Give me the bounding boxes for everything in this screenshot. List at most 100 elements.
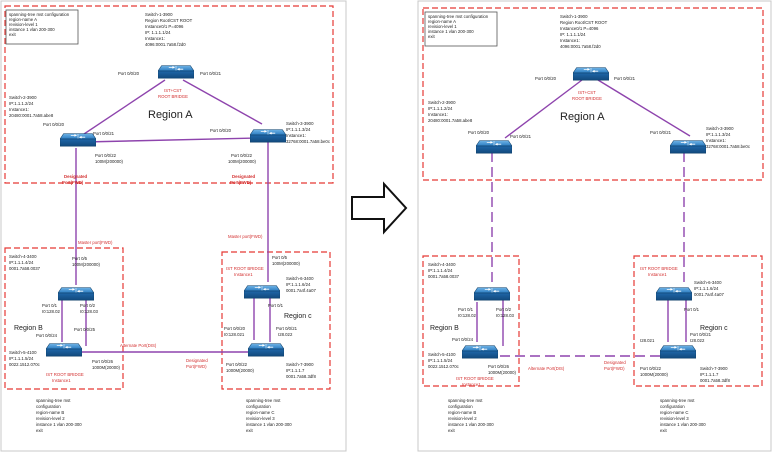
left-switch-6-icon [244,285,280,299]
right-designated-bottom: Port(FWD) [604,366,625,371]
right-sw3-label: Switch-3-3900 [706,126,734,131]
right-config-b: region-name B [448,410,476,415]
left-designated-right: Port(FWD) [230,180,252,185]
arrow-right-icon [351,181,408,235]
left-sw6-label: 0001.7a4f.4a07 [286,288,316,293]
left-switch-5-icon [46,343,82,357]
right-config-c: configuration [660,404,685,409]
left-sw5-label: 0022.1512.070c [9,362,41,367]
left-sw4-port: Port 0/2 [80,303,96,308]
left-switch-2-icon [60,133,96,147]
right-sw1-role: IST+CST [578,90,596,95]
left-sw5-port: Port 0/0/26 [92,359,114,364]
left-config-b: configuration [36,404,61,409]
left-sw5-port: Port 0/0/25 [74,327,96,332]
left-sw2-port: Port 0/0/20 [43,122,65,127]
right-sw7-port: Port 0/0/21 [690,332,712,337]
left-sw7-port: Port 0/0/20 [224,326,246,331]
left-config-c: instance 1 vlan 200-300 [246,422,292,427]
right-switch-1-icon [573,67,609,81]
left-sw4-port: I0:128.03 [80,309,99,314]
right-ist-b: Instance1 [462,382,481,387]
left-sw2-port: Port 0/0/22 [95,153,117,158]
right-panel: spanning-tree mst configuration region-n… [417,0,772,452]
right-config-line: instance 1 vlan 200-300 [428,29,474,34]
right-config-line: region-name A [428,19,456,24]
right-sw1-port: Port 0/0/20 [535,76,557,81]
right-sw5-port: Port 0/0/26 [488,364,510,369]
left-config-c: region-name C [246,410,274,415]
right-sw6-label: IP:1.1.1.6/24 [694,286,719,291]
left-sw3-label: IP:1.1.1.3/24 [286,127,311,132]
right-switch-3-icon [670,140,706,154]
left-sw2-label: IP:1.1.1.2/24 [9,101,34,106]
right-sw4-port: I0:128.03 [496,313,515,318]
left-sw3-port: 100M(200000) [228,159,257,164]
right-sw1-role: ROOT BRIDGE [572,96,602,101]
right-designated-bottom: Designated [604,360,626,365]
right-ist-c: IST ROOT BRIDGE [640,266,678,271]
left-ist-b: Instance1 [52,378,71,383]
right-switch-4-icon [474,287,510,301]
left-config-c: configuration [246,404,271,409]
right-sw7-port: Port 0/0/22 [640,366,662,371]
left-config-b: instance 1 vlan 200-300 [36,422,82,427]
right-sw4-port: Port 0/2 [496,307,512,312]
right-sw2-port: Port 0/0/21 [510,134,532,139]
left-sw1-label: Instance1: [145,36,165,41]
right-sw4-port: I0:128.02 [458,313,477,318]
left-designated-bottom: Designated [186,358,208,363]
left-switch-7-icon [248,343,284,357]
left-ist-c: Instance1 [234,272,253,277]
right-sw6-label: Switch-6-3400 [694,280,722,285]
left-designated-left: Designated [64,174,88,179]
left-sw3-label: 32768:0001.7a58.be0c [286,139,331,144]
left-config-b: region-name B [36,410,64,415]
right-sw7-port: I28.021 [640,338,655,343]
right-switch-2-icon [476,140,512,154]
right-sw5-label: IP:1.1.1.5/24 [428,358,453,363]
right-sw5-port: 1000M(20000) [488,370,517,375]
left-config-line: region-name A [9,17,37,22]
right-region-c-box [633,255,763,387]
right-sw5-label: Switch-5-4100 [428,352,456,357]
right-switch-5-icon [462,345,498,359]
left-sw5-label: IP:1.1.1.5/24 [9,356,34,361]
left-config-line: spanning-tree mst configuration [9,12,70,17]
left-sw5-port: 1000M(20000) [92,365,121,370]
right-config-line: spanning-tree mst configuration [428,14,489,19]
right-sw1-port: Port 0/0/21 [614,76,636,81]
right-sw7-label: 0001.7a58.3df8 [700,378,730,383]
left-region-a-title: Region A [148,109,193,121]
right-sw4-label: 0001.7a58.0037 [428,274,460,279]
right-sw6-port: Port 0/1 [684,307,700,312]
left-switch-1-icon [158,65,194,79]
right-region-b-box [422,255,520,387]
left-config-box [5,9,79,45]
right-config-c: exit [660,428,667,433]
right-ist-b: IST ROOT BRIDGE [456,376,494,381]
left-region-c-box [221,251,331,390]
left-sw7-port: Port 0/0/21 [276,326,298,331]
left-sw2-port: Port 0/0/21 [93,131,115,136]
left-sw4-port: I0:128.02 [42,309,61,314]
right-sw1-label: IP: 1.1.1.1/24 [560,32,586,37]
right-switch-6-icon [656,287,692,301]
right-config-c: spanning-tree mst [660,398,695,403]
right-ist-c: Instance1 [648,272,667,277]
right-sw3-label: Instance1: [706,138,726,143]
right-config-c: region-name C [660,410,688,415]
left-links [61,79,271,353]
left-region-a-box [4,5,334,184]
right-sw1-label: 4096:0001.7a58.f2d0 [560,44,601,49]
right-config-c: revision-level 3 [660,416,689,421]
left-sw3-port: Port 0/0/22 [231,153,253,158]
left-sw5-label: Switch-5-4100 [9,350,37,355]
left-sw4-label: Switch-4-3400 [9,254,37,259]
left-region-b-title: Region B [14,325,43,332]
left-designated-right: Designated [232,174,256,179]
left-sw1-label: Instance0/1 P=4096 [145,24,184,29]
left-sw4-label: 0001.7a58.0037 [9,266,41,271]
left-sw7-port: 1000M(20000) [226,368,255,373]
right-sw5-label: 0022.1512.070c [428,364,460,369]
